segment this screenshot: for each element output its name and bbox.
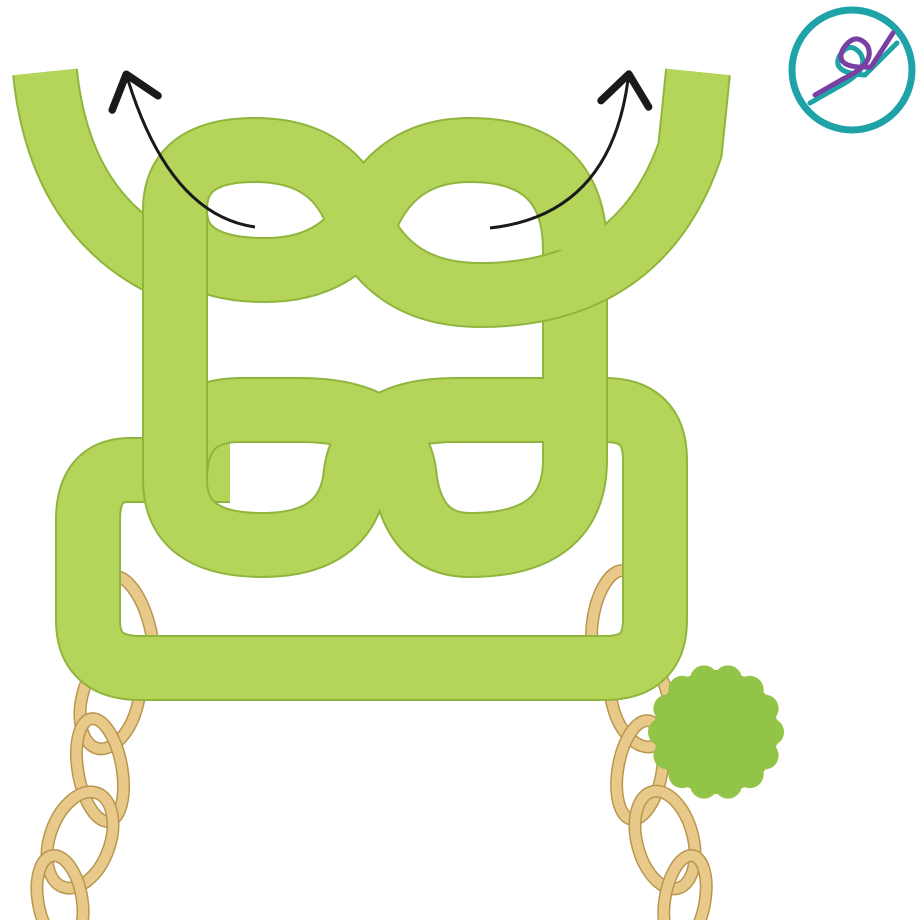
badge-ring	[788, 6, 916, 134]
right-pull-arrow	[489, 70, 653, 230]
chain-link	[31, 850, 89, 920]
pompom-bump	[714, 770, 743, 799]
pompom	[648, 665, 784, 799]
pompom-bump	[648, 718, 676, 746]
bottom-loop-cord	[57, 379, 686, 699]
chain-link	[630, 786, 700, 894]
pompom-bump	[668, 760, 697, 789]
pompom-bump	[750, 741, 779, 770]
knot-strand-purple	[812, 30, 896, 98]
pompom-bump	[750, 694, 779, 723]
pompom-bump	[735, 675, 764, 704]
chain-link	[42, 786, 118, 894]
pompom-bump	[689, 665, 718, 694]
pompom-bump	[714, 665, 743, 694]
pompom-bump	[668, 675, 697, 704]
left-pull-arrow	[108, 70, 256, 229]
cord-group	[12, 68, 731, 701]
pompom-bump	[735, 760, 764, 789]
chain-link	[658, 850, 712, 920]
pompom-bump	[653, 741, 682, 770]
knot-icon	[788, 6, 916, 134]
pompom-bump	[756, 718, 784, 746]
upper-figure-eight-cord	[144, 68, 729, 326]
pompom-bump	[689, 770, 718, 799]
pompom-bump	[653, 694, 682, 723]
